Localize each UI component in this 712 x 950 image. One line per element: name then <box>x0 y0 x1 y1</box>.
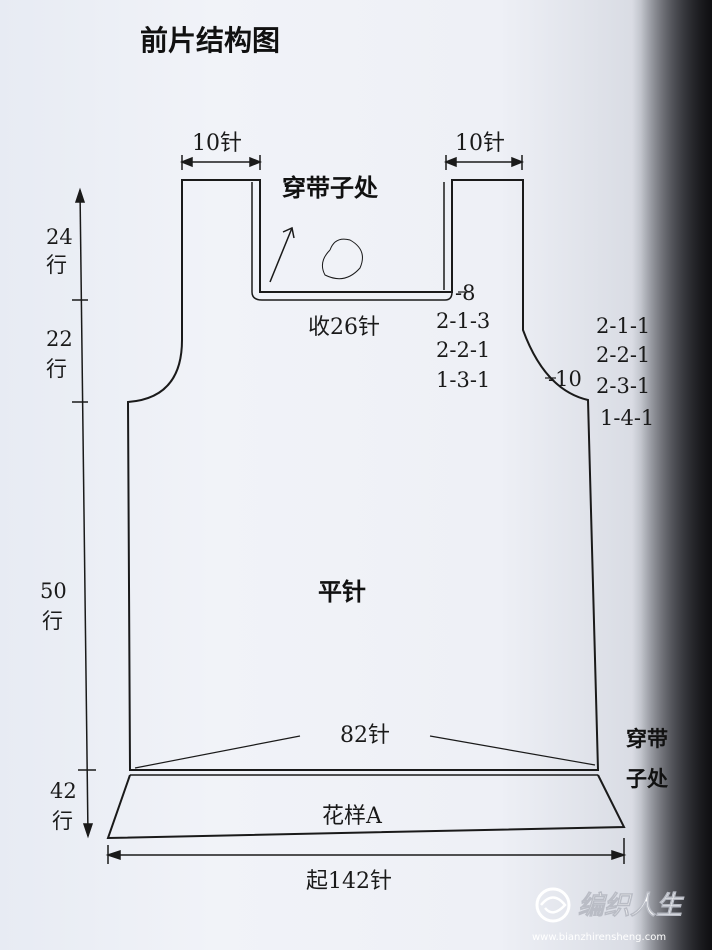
hem-pattern-label: 花样A <box>322 804 383 829</box>
arrow-icon <box>611 849 627 861</box>
page-edge-shadow <box>632 0 712 950</box>
neck-decrease-label: 收26针 <box>308 315 380 340</box>
watermark-swirl-icon <box>535 887 571 923</box>
row-count-0-unit: 行 <box>46 253 67 277</box>
row-count-3-num: 42 <box>50 779 77 803</box>
pen-scribble <box>321 238 363 280</box>
row-dim-vertical <box>79 189 89 837</box>
arrow-icon <box>74 187 86 203</box>
body-stitch-label: 平针 <box>318 578 366 606</box>
side-marker-line2: 子处 <box>626 767 668 791</box>
hem-outline <box>106 774 626 840</box>
arrow-icon <box>82 823 94 839</box>
row-count-1-num: 22 <box>46 327 73 351</box>
arrow-icon <box>249 156 263 168</box>
watermark-swirl-inner-icon <box>540 896 567 914</box>
garment-outline <box>106 179 626 840</box>
marker-arrow-line <box>269 227 293 283</box>
watermark-url: www.bianzhirensheng.com <box>532 932 666 943</box>
strap-dimensions <box>179 155 525 170</box>
waist-dim-right <box>429 735 596 766</box>
row-count-2-unit: 行 <box>42 609 63 633</box>
armhole-shaping-0: 2-1-1 <box>596 314 650 338</box>
body-outline <box>126 179 600 771</box>
waist-stitches-label: 82针 <box>340 723 390 748</box>
armhole-shaping-1: 2-2-1 <box>596 343 650 367</box>
strap-right-label: 10针 <box>455 131 505 156</box>
neck-shaping-2: 2-2-1 <box>436 338 490 362</box>
row-dimension-line <box>72 187 96 839</box>
arrow-icon <box>179 156 193 168</box>
row-count-2-num: 50 <box>40 579 67 603</box>
row-count-3-unit: 行 <box>52 809 73 833</box>
neck-shaping-3: 1-3-1 <box>436 368 490 392</box>
arrow-icon <box>105 849 121 861</box>
neck-band-line <box>251 182 453 301</box>
cast-on-label: 起142针 <box>306 869 392 894</box>
armhole-shaping-2: 2-3-1 <box>596 374 650 398</box>
strap-marker-arrow <box>269 226 363 283</box>
strap-marker-label: 穿带子处 <box>282 174 378 202</box>
side-marker-line1: 穿带 <box>626 727 668 751</box>
diagram-title: 前片结构图 <box>140 24 280 57</box>
arrow-icon <box>282 226 295 239</box>
waist-dim-left <box>134 735 301 769</box>
arrow-icon <box>443 156 457 168</box>
row-count-0-num: 24 <box>46 225 73 249</box>
watermark-brand: 编织人生 <box>578 891 685 921</box>
neck-shaping-0: -8 <box>455 281 475 305</box>
row-count-1-unit: 行 <box>46 357 67 381</box>
armhole-start-label: -10 <box>548 367 582 391</box>
watermark: 编织人生 www.bianzhirensheng.com <box>532 887 685 943</box>
strap-left-label: 10针 <box>192 131 242 156</box>
armhole-shaping-3: 1-4-1 <box>600 406 654 430</box>
arrow-icon <box>511 156 525 168</box>
cast-on-dimension <box>105 838 627 864</box>
neck-shaping-1: 2-1-3 <box>436 309 490 333</box>
